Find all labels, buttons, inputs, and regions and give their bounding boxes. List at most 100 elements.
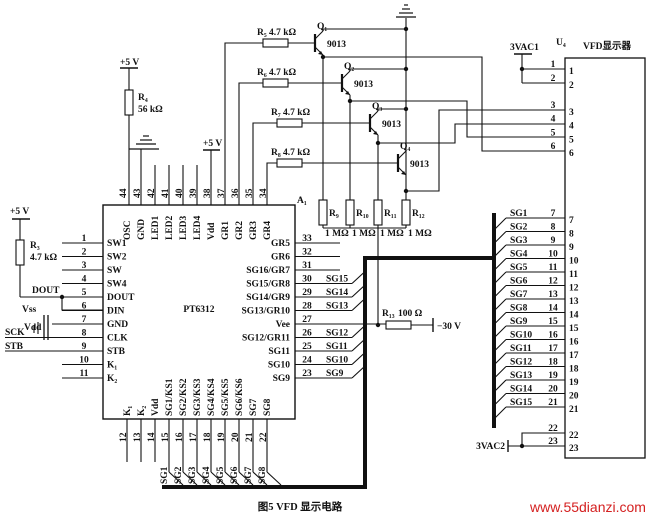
supply-label: +5 V (120, 58, 139, 68)
resistor-ref: R₁₀ (356, 209, 369, 219)
vfd-pin-number: 13 (548, 290, 558, 300)
vfd-pin-number: 1 (551, 60, 556, 70)
vfd-ref: U₄ (556, 38, 566, 48)
pin-number: 9 (82, 342, 87, 352)
pin-number: 29 (302, 288, 312, 298)
pin-label: SG15/GR8 (246, 280, 290, 290)
pin-number: 11 (80, 369, 89, 379)
pin-label: DOUT (107, 293, 135, 303)
pin-label: GR1 (221, 221, 231, 240)
net-label: SG9 (510, 317, 528, 327)
pin-label: GR4 (263, 221, 273, 240)
bus-entry (196, 471, 212, 486)
bus-entry (351, 365, 366, 379)
pin-number: 41 (161, 188, 171, 198)
vfd-pin-number: 20 (548, 385, 558, 395)
watermark-text: www.55dianzi.com (529, 499, 646, 515)
pin-label: SG13/GR10 (241, 307, 290, 317)
vfd-pin-label-inside: 6 (569, 149, 574, 159)
bus-entry (238, 471, 254, 486)
pin-number: 1 (82, 234, 87, 244)
net-label: SG3 (510, 236, 528, 246)
vfd-pin-label-inside: 21 (569, 405, 579, 415)
vfd-pin-label-inside: 8 (569, 230, 574, 240)
pin-label: K₁ (107, 361, 117, 371)
vfd-pin-number: 22 (548, 424, 558, 434)
net-label: SG1 (510, 209, 528, 219)
collector-wire (377, 108, 406, 111)
net-label: SG7 (510, 290, 528, 300)
emitter-arrow (318, 51, 323, 55)
grid-wire (266, 162, 277, 205)
pin-number: 20 (231, 432, 241, 442)
net-label: SG10 (510, 331, 532, 341)
pin-label: SG6/KS6 (235, 378, 245, 416)
pin-label: SG8 (263, 398, 273, 416)
pin-number: 5 (82, 288, 87, 298)
vfd-pin-number: 5 (551, 128, 556, 138)
collector-wire (349, 68, 406, 71)
pin-number: 44 (119, 188, 129, 198)
vfd-pin-label-inside: 23 (569, 444, 579, 454)
supply-label: +5 V (203, 139, 222, 149)
vfd-pin-label-inside: 12 (569, 284, 579, 294)
emitter-resistor (345, 199, 355, 226)
vfd-pin-number: 4 (551, 115, 556, 125)
vfd-pin-number: 21 (548, 398, 558, 408)
resistor-value: 100 Ω (398, 309, 423, 319)
pin-label: LED1 (151, 215, 161, 240)
bus-entry (493, 231, 507, 244)
pin-number: 16 (175, 432, 185, 442)
grid-drive-wire (406, 109, 565, 192)
pin-number: 40 (175, 188, 185, 198)
vfd-pin-number: 11 (549, 263, 558, 273)
pin-label: SG2/KS2 (179, 378, 189, 416)
pin-number: 34 (259, 188, 269, 198)
vfd-pin-label-inside: 11 (569, 270, 578, 280)
pin-label: GR6 (271, 253, 290, 263)
bus-entry (266, 471, 282, 486)
vfd-pin-label-inside: 22 (569, 431, 579, 441)
vfd-pin-label-inside: 2 (569, 81, 574, 91)
transistor-part: 9013 (410, 160, 429, 170)
vfd-pin-number: 15 (548, 317, 558, 327)
vfd-pin-number: 18 (548, 358, 558, 368)
net-label: SG4 (510, 250, 528, 260)
pin-number: 26 (302, 329, 312, 339)
net-label: SG15 (510, 398, 532, 408)
pin-label: SW (107, 266, 122, 276)
pin-number: 21 (245, 432, 255, 442)
pin-label: SG14/GR9 (246, 293, 290, 303)
transistor-collector (314, 30, 324, 40)
vfd-pin-label-inside: 1 (569, 67, 574, 77)
vfd-pin-number: 12 (548, 277, 558, 287)
pin-number: 32 (302, 248, 312, 258)
pin-number: 8 (82, 329, 87, 339)
net-label: SG2 (174, 466, 184, 484)
vfd-pin-label-inside: 16 (569, 338, 579, 348)
vfd-pin-label-inside: 7 (569, 216, 574, 226)
bus-entry (493, 406, 507, 420)
pin-label: K₂ (137, 406, 147, 416)
net-label: SG5 (216, 466, 226, 484)
resistor-value: 4.7 kΩ (30, 253, 58, 263)
bus-entry (351, 284, 366, 298)
pin-number: 28 (302, 302, 312, 312)
pin-number: 27 (302, 315, 312, 325)
vfd-pin-number: 3 (551, 101, 556, 111)
bus-entry (252, 471, 268, 486)
bus-entry (182, 471, 198, 486)
pin-number: 39 (189, 188, 199, 198)
pin-label: GR2 (235, 221, 245, 240)
vfd-pin-number: 10 (548, 250, 558, 260)
pin-label: LED4 (193, 215, 203, 240)
base-resistor (262, 38, 289, 48)
pin-label: GND (107, 320, 128, 330)
net-label: SG9 (326, 369, 344, 379)
resistor-value: 4.7 kΩ (283, 148, 311, 158)
bus-entry (493, 366, 507, 379)
pin-number: 22 (259, 432, 269, 442)
pin-number: 14 (147, 432, 157, 442)
net-label: SG15 (326, 275, 348, 285)
vfd-pin-label-inside: 18 (569, 365, 579, 375)
